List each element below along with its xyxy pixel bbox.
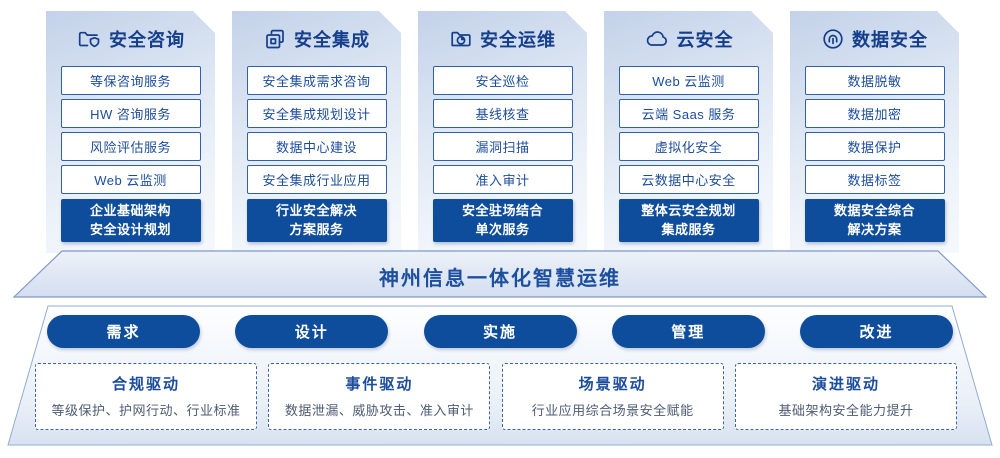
service-item: 数据保护 [805, 132, 945, 161]
service-item: Web 云监测 [61, 165, 201, 194]
service-item-list: 安全集成需求咨询 安全集成规划设计 数据中心建设 安全集成行业应用 [247, 66, 387, 194]
driver-title: 事件驱动 [345, 376, 414, 393]
service-item-list: Web 云监测 云端 Saas 服务 虚拟化安全 云数据中心安全 [619, 66, 759, 194]
footer-line: 行业安全解决 [275, 202, 357, 218]
card-footer-highlight: 整体云安全规划 集成服务 [619, 199, 759, 242]
folder-shield-icon [76, 27, 102, 51]
driver-box-compliance: 合规驱动 等级保护、护网行动、行业标准 [35, 363, 257, 430]
driver-box-scenario: 场景驱动 行业应用综合场景安全赋能 [501, 363, 724, 430]
service-item: 云数据中心安全 [619, 165, 759, 194]
driver-title: 合规驱动 [111, 376, 180, 393]
service-item: 数据中心建设 [247, 132, 387, 161]
footer-line: 解决方案 [847, 221, 902, 237]
driver-description: 数据泄漏、威胁攻击、准入审计 [284, 403, 474, 418]
process-step-pill: 管理 [611, 315, 765, 348]
service-item: 安全巡检 [433, 66, 573, 95]
service-item: 基线核查 [433, 99, 573, 128]
service-item: 风险评估服务 [61, 132, 201, 161]
service-item-list: 数据脱敏 数据加密 数据保护 数据标签 [805, 66, 945, 194]
cloud-icon [644, 27, 670, 51]
card-footer-highlight: 数据安全综合 解决方案 [805, 199, 945, 242]
service-item: Web 云监测 [619, 66, 759, 95]
card-title: 安全集成 [294, 30, 370, 50]
footer-line: 整体云安全规划 [641, 202, 736, 218]
footer-line: 单次服务 [475, 221, 530, 237]
copy-docs-icon [263, 27, 287, 51]
service-card-security-consulting: 安全咨询 等保咨询服务 HW 咨询服务 风险评估服务 Web 云监测 企业基础架… [46, 11, 215, 253]
driver-description: 行业应用综合场景安全赋能 [531, 403, 694, 418]
process-step-pill: 改进 [800, 315, 953, 348]
footer-line: 安全驻场结合 [461, 202, 543, 218]
footer-line: 企业基础架构 [89, 202, 171, 218]
service-item: 虚拟化安全 [619, 132, 759, 161]
card-footer-highlight: 行业安全解决 方案服务 [247, 199, 387, 242]
card-title: 云安全 [676, 30, 734, 50]
service-card-cloud-security: 云安全 Web 云监测 云端 Saas 服务 虚拟化安全 云数据中心安全 整体云… [604, 11, 773, 253]
folder-clock-icon [449, 27, 473, 51]
card-footer-highlight: 企业基础架构 安全设计规划 [61, 199, 201, 242]
driver-box-evolution: 演进驱动 基础架构安全能力提升 [734, 363, 957, 430]
service-item: 等保咨询服务 [61, 66, 201, 95]
service-item: 安全集成规划设计 [247, 99, 387, 128]
service-card-security-integration: 安全集成 安全集成需求咨询 安全集成规划设计 数据中心建设 安全集成行业应用 行… [232, 11, 401, 253]
driver-title: 场景驱动 [578, 376, 647, 393]
footer-line: 方案服务 [289, 221, 344, 237]
service-card-security-operations: 安全运维 安全巡检 基线核查 漏洞扫描 准入审计 安全驻场结合 单次服务 [418, 11, 587, 253]
service-item-list: 安全巡检 基线核查 漏洞扫描 准入审计 [433, 66, 573, 194]
fingerprint-icon [821, 27, 845, 51]
footer-line: 数据安全综合 [833, 202, 915, 218]
process-step-row: 需求 设计 实施 管理 改进 [47, 315, 953, 348]
process-step-pill: 实施 [423, 315, 577, 348]
service-item: 云端 Saas 服务 [619, 99, 759, 128]
banner-title: 神州信息一体化智慧运维 [379, 268, 621, 290]
driver-row: 合规驱动 等级保护、护网行动、行业标准 事件驱动 数据泄漏、威胁攻击、准入审计 … [35, 363, 957, 430]
footer-line: 集成服务 [661, 221, 716, 237]
service-item: 数据脱敏 [805, 66, 945, 95]
service-item: 准入审计 [433, 165, 573, 194]
card-header: 安全运维 [449, 24, 556, 54]
card-header: 云安全 [644, 24, 734, 54]
service-card-data-security: 数据安全 数据脱敏 数据加密 数据保护 数据标签 数据安全综合 解决方案 [790, 11, 959, 253]
driver-title: 演进驱动 [811, 376, 880, 393]
driver-description: 等级保护、护网行动、行业标准 [51, 403, 241, 418]
process-step-pill: 设计 [235, 315, 389, 348]
service-item-list: 等保咨询服务 HW 咨询服务 风险评估服务 Web 云监测 [61, 66, 201, 194]
footer-line: 安全设计规划 [89, 221, 171, 237]
service-item: 安全集成行业应用 [247, 165, 387, 194]
card-header: 安全集成 [263, 24, 370, 54]
service-item: 数据加密 [805, 99, 945, 128]
driver-box-incident: 事件驱动 数据泄漏、威胁攻击、准入审计 [268, 363, 491, 430]
card-title: 数据安全 [852, 30, 928, 50]
card-title: 安全运维 [480, 30, 556, 50]
driver-description: 基础架构安全能力提升 [778, 403, 914, 418]
service-item: 安全集成需求咨询 [247, 66, 387, 95]
service-item: HW 咨询服务 [61, 99, 201, 128]
card-header: 数据安全 [821, 24, 928, 54]
service-item: 漏洞扫描 [433, 132, 573, 161]
service-item: 数据标签 [805, 165, 945, 194]
card-footer-highlight: 安全驻场结合 单次服务 [433, 199, 573, 242]
process-step-pill: 需求 [47, 315, 200, 348]
card-header: 安全咨询 [76, 24, 185, 54]
card-title: 安全咨询 [109, 30, 185, 50]
